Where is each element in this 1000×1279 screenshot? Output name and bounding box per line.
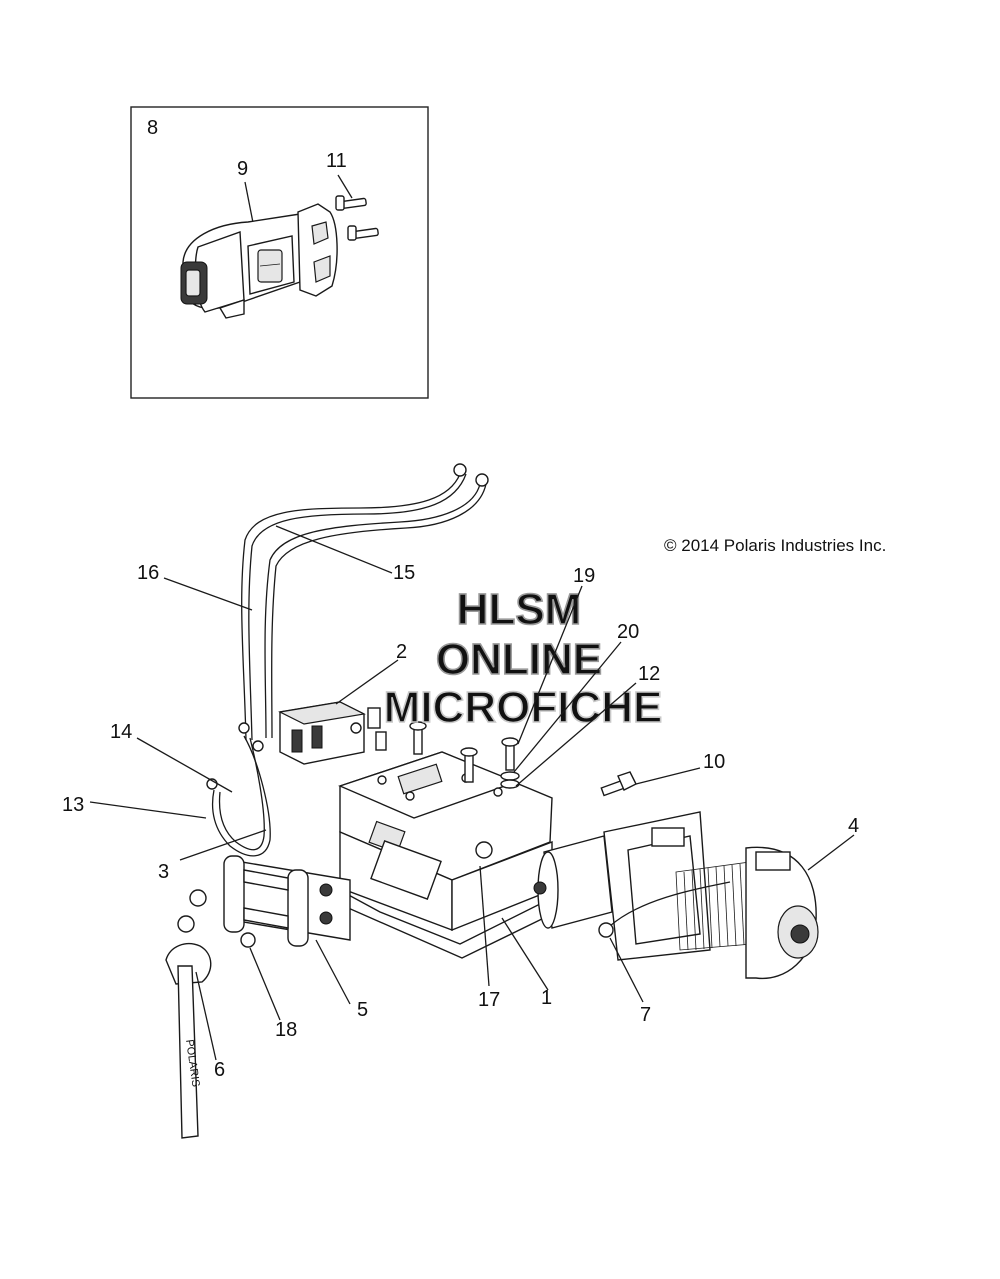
callout-5: 5 — [357, 999, 368, 1021]
callout-1: 1 — [541, 987, 552, 1009]
callout-8: 8 — [147, 117, 158, 139]
callout-20: 20 — [617, 621, 639, 643]
callout-3: 3 — [158, 861, 169, 883]
callout-4: 4 — [848, 815, 859, 837]
hook-and-strap: POLARIS — [165, 915, 212, 1139]
roller-fairlead — [189, 855, 351, 948]
callout-12: 12 — [638, 663, 660, 685]
watermark-line-1: HLSM — [457, 585, 582, 634]
rocker-switch-illustration — [180, 195, 379, 319]
screw-lower — [347, 225, 379, 241]
callout-labels: 1 2 3 4 5 6 7 10 12 13 14 15 16 17 18 19… — [62, 562, 859, 1081]
cable-leads — [241, 463, 489, 741]
short-cables — [206, 722, 271, 857]
watermark-line-3: MICROFICHE — [384, 683, 663, 732]
callout-16: 16 — [137, 562, 159, 584]
inset-panel: 8 9 11 — [130, 106, 429, 399]
copyright-text: © 2014 Polaris Industries Inc. — [664, 536, 886, 555]
callout-19: 19 — [573, 565, 595, 587]
callout-7: 7 — [640, 1004, 651, 1026]
winch-motor-and-drum — [533, 811, 819, 980]
bolt-10 — [600, 771, 637, 797]
watermark-line-2: ONLINE — [436, 635, 602, 684]
callout-17: 17 — [478, 989, 500, 1011]
callout-9: 9 — [237, 158, 248, 180]
callout-10: 10 — [703, 751, 725, 773]
screw-upper — [335, 195, 367, 211]
callout-11: 11 — [326, 150, 347, 172]
plate-bolts — [409, 721, 520, 789]
callout-2: 2 — [396, 641, 407, 663]
winch-illustration: POLARIS — [165, 463, 819, 1139]
watermark: HLSM ONLINE MICROFICHE — [383, 584, 663, 733]
callout-6: 6 — [214, 1059, 225, 1081]
leader-lines — [89, 525, 855, 1061]
callout-18: 18 — [275, 1019, 297, 1041]
callout-15: 15 — [393, 562, 415, 584]
contactor-block — [278, 701, 387, 765]
callout-13: 13 — [62, 794, 84, 816]
callout-14: 14 — [110, 721, 132, 743]
